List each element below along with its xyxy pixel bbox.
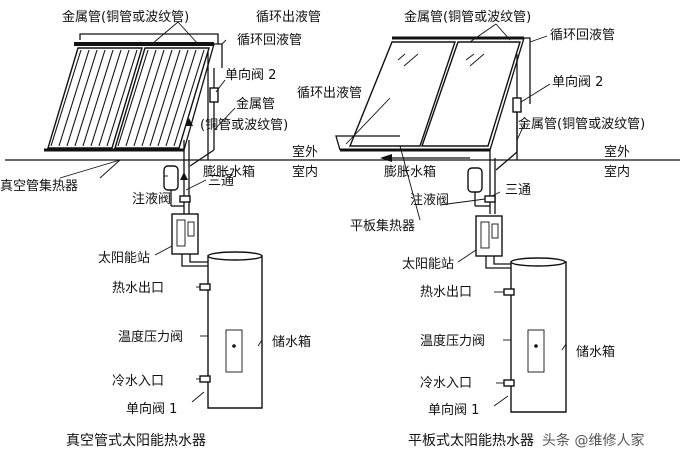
left-flow-arrow: [180, 172, 188, 180]
left-label-indoor: 室内: [292, 164, 318, 180]
right-expansion-tank: [467, 167, 483, 193]
vacuum-tube: [165, 49, 197, 147]
right-caption: 平板式太阳能热水器: [408, 433, 534, 449]
right-label-fill-valve: 注液阀: [410, 193, 449, 208]
vacuum-tube: [117, 49, 149, 147]
vacuum-tube-collector: [44, 42, 215, 160]
vacuum-tube: [149, 49, 181, 147]
right-fill-valve: [484, 195, 496, 203]
vacuum-tube: [50, 49, 82, 147]
vacuum-tube: [58, 49, 90, 147]
right-label-tee: 三通: [505, 183, 531, 198]
right-label-metal-pipe-top: 金属管(铜管或波纹管): [404, 9, 531, 25]
right-label-check-valve-1: 单向阀 1: [428, 402, 479, 418]
left-label-loop-return: 循环回液管: [237, 33, 302, 48]
left-check-valve-2: [209, 87, 219, 103]
left-label-loop-out: 循环出液管: [256, 10, 321, 25]
vacuum-tube: [106, 49, 138, 147]
right-label-cold-inlet: 冷水入口: [420, 376, 472, 391]
vacuum-tube: [141, 49, 173, 147]
left-label-storage-tank: 储水箱: [272, 334, 311, 350]
vacuum-tube: [90, 49, 122, 147]
left-label-metal-pipe-top: 金属管(铜管或波纹管): [62, 9, 189, 25]
left-label-solar-station: 太阳能站: [98, 251, 150, 266]
vacuum-tube: [66, 49, 98, 147]
vacuum-tube: [125, 49, 157, 147]
right-storage-tank: [510, 261, 567, 413]
left-caption: 真空管式太阳能热水器: [66, 433, 206, 449]
left-label-metal-pipe-mid-2: (铜管或波纹管): [200, 118, 288, 133]
right-label-collector: 平板集热器: [350, 218, 415, 234]
right-label-indoor: 室内: [604, 164, 630, 180]
left-label-outdoor: 室外: [292, 144, 318, 160]
right-label-solar-station: 太阳能站: [402, 257, 454, 272]
vacuum-tube: [74, 49, 106, 147]
right-tank-gauge: [527, 329, 545, 373]
left-label-check-valve-2: 单向阀 2: [225, 67, 276, 83]
left-hot-outlet-fitting: [199, 283, 211, 291]
right-label-expansion-tank: 膨胀水箱: [384, 164, 436, 180]
right-label-check-valve-2: 单向阀 2: [552, 74, 603, 90]
right-label-storage-tank: 储水箱: [576, 344, 615, 360]
right-label-hot-outlet: 热水出口: [420, 285, 472, 300]
vacuum-tube: [173, 49, 205, 147]
left-label-fill-valve: 注液阀: [132, 192, 171, 207]
left-label-cold-inlet: 冷水入口: [112, 374, 164, 389]
right-label-temp-pressure-valve: 温度压力阀: [420, 333, 485, 349]
right-label-metal-pipe-mid: 金属管(铜管或波纹管): [518, 116, 645, 132]
vacuum-tube: [133, 49, 165, 147]
left-label-expansion-tank: 膨胀水箱: [203, 164, 255, 180]
vacuum-tube: [98, 49, 130, 147]
flat-plate-collector: [340, 36, 525, 160]
vacuum-tube: [157, 49, 189, 147]
left-label-metal-pipe-mid-1: 金属管: [236, 96, 275, 112]
left-cold-inlet-fitting: [199, 375, 211, 383]
left-label-check-valve-1: 单向阀 1: [126, 401, 177, 417]
right-flow-arrow: [380, 154, 392, 162]
left-diagram: 金属管(铜管或波纹管) 循环出液管 循环回液管 单向阀 2 金属管 (铜管或波纹…: [0, 9, 330, 449]
vacuum-tube: [82, 49, 114, 147]
left-tank-gauge: [225, 329, 243, 373]
left-label-hot-outlet: 热水出口: [112, 281, 164, 296]
right-check-valve-2: [512, 97, 522, 113]
watermark: 头条 @维修人家: [542, 432, 644, 449]
left-storage-tank: [207, 255, 263, 409]
left-fill-valve: [179, 195, 191, 203]
left-expansion-tank: [163, 165, 179, 191]
left-loop-pipe: [214, 43, 223, 68]
left-label-collector: 真空管集热器: [0, 178, 78, 194]
right-diagram: 金属管(铜管或波纹管) 循环回液管 单向阀 2 循环出液管 金属管(铜管或波纹管…: [297, 9, 680, 449]
right-label-loop-out: 循环出液管: [297, 86, 362, 101]
right-label-loop-return: 循环回液管: [550, 28, 615, 43]
right-cold-inlet-fitting: [503, 379, 515, 387]
right-hot-outlet-fitting: [503, 288, 515, 296]
right-label-outdoor: 室外: [604, 144, 630, 160]
left-label-temp-pressure-valve: 温度压力阀: [118, 329, 183, 345]
left-label-tee: 三通: [208, 174, 234, 189]
